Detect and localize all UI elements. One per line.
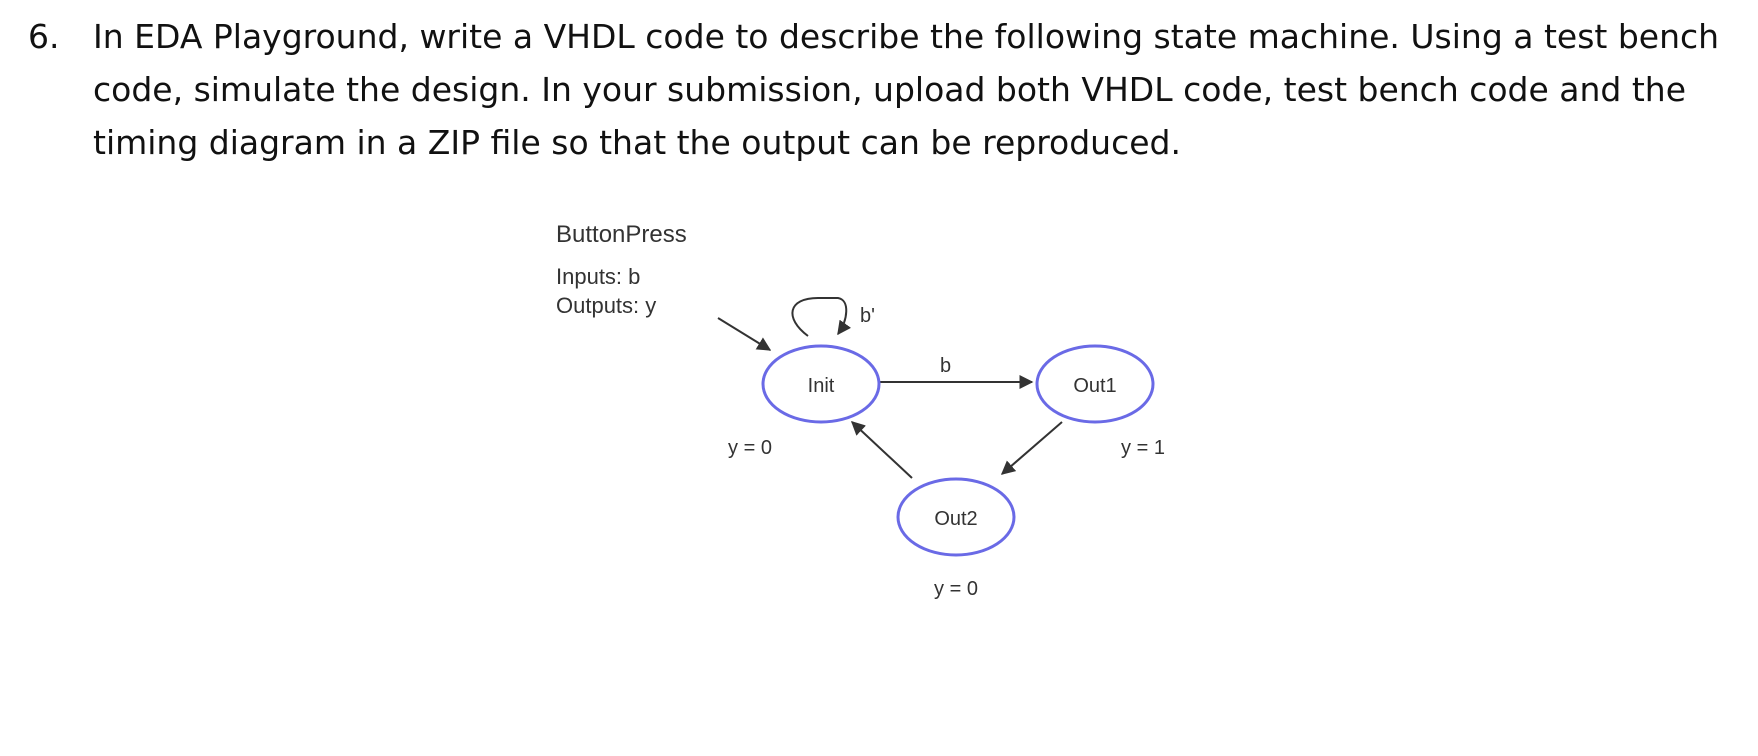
- transition-out1-to-out2: [1000, 421, 1063, 475]
- state-out1: [1035, 344, 1155, 424]
- transition-out2-to-init: [850, 421, 913, 479]
- question-text: In EDA Playground, write a VHDL code to …: [93, 10, 1723, 169]
- state-out2-output: y = 0: [934, 578, 978, 600]
- diagram-title: ButtonPress: [556, 221, 687, 248]
- transition-init-self-loop: [791, 297, 852, 337]
- question-line-1: In EDA Playground, write a VHDL code to …: [93, 17, 1720, 56]
- state-init: [761, 344, 881, 424]
- transition-label-init-out1: b: [940, 355, 951, 377]
- question-line-2: code, simulate the design. In your submi…: [93, 70, 1687, 109]
- inputs-label: Inputs: b: [556, 264, 640, 289]
- state-init-label: Init: [808, 375, 835, 397]
- state-out1-label: Out1: [1073, 375, 1116, 397]
- question-number: 6.: [28, 17, 60, 56]
- transition-label-init-self: b': [860, 305, 875, 327]
- state-out2-label: Out2: [934, 508, 977, 530]
- initial-state-arrow: [717, 317, 772, 351]
- state-init-output: y = 0: [728, 437, 772, 459]
- state-out2: [896, 477, 1016, 557]
- state-out1-output: y = 1: [1121, 437, 1165, 459]
- outputs-label: Outputs: y: [556, 293, 656, 318]
- question-line-3: timing diagram in a ZIP file so that the…: [93, 123, 1181, 162]
